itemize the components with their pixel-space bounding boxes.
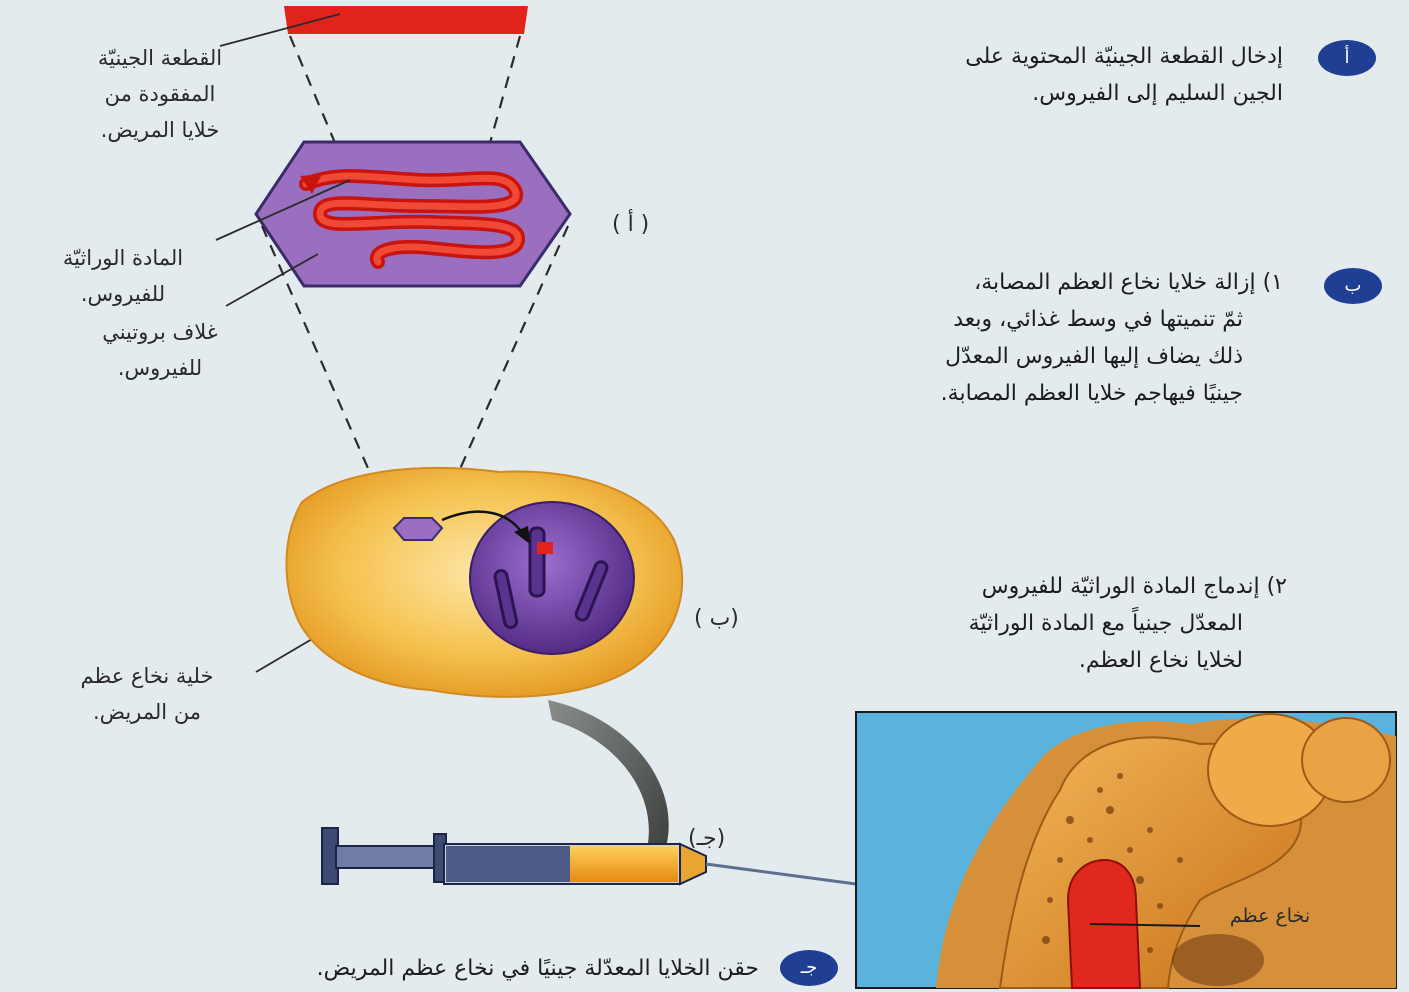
step-a-line: الجين السليم إلى الفيروس. <box>1032 75 1283 112</box>
step-b2-line: ٢) إندماج المادة الوراثيّة للفيروس <box>982 568 1287 605</box>
bone-illustration <box>856 712 1396 988</box>
label-line: غلاف بروتيني <box>50 314 270 350</box>
label-line: خلايا المريض. <box>50 112 270 148</box>
figure-tag-c: (جـ) <box>688 826 725 851</box>
label-line: للفيروس. <box>50 350 270 386</box>
step-b1-line: ١) إزالة خلايا نخاع العظم المصابة، <box>974 264 1283 301</box>
step-a-line: إدخال القطعة الجينيّة المحتوية على <box>965 38 1283 75</box>
figure-tag-b: (ب ) <box>694 606 739 631</box>
step-b-badge: ب <box>1324 268 1382 304</box>
figure-tag-a: ( أ ) <box>612 212 649 237</box>
step-b1-line: جينيًا فيهاجم خلايا العظم المصابة. <box>941 375 1243 412</box>
label-line: من المريض. <box>22 694 272 730</box>
label-line: خلية نخاع عظم <box>22 658 272 694</box>
zoom-lines-top <box>290 36 520 150</box>
step-b1-line: ذلك يضاف إليها الفيروس المعدّل <box>945 338 1243 375</box>
virus-hexagon <box>256 142 570 286</box>
step-a-badge: أ <box>1318 40 1376 76</box>
label-line: المادة الوراثيّة <box>18 240 228 276</box>
step-c-text: حقن الخلايا المعدّلة جينيًا في نخاع عظم … <box>317 950 759 987</box>
step-b2-line: لخلايا نخاع العظم. <box>1079 642 1243 679</box>
step-b1-line: ثمّ تنميتها في وسط غذائي، وبعد <box>953 301 1243 338</box>
label-line: القطعة الجينيّة <box>50 40 270 76</box>
inserted-gene <box>537 542 553 554</box>
label-line: للفيروس. <box>18 276 228 312</box>
label-bone-marrow: نخاع عظم <box>1190 898 1350 934</box>
curved-arrow <box>548 700 669 864</box>
step-b2-line: المعدّل جينياً مع المادة الوراثيّة <box>969 605 1243 642</box>
step-c-badge: جـ <box>780 950 838 986</box>
label-line: المفقودة من <box>50 76 270 112</box>
small-virus <box>394 518 442 540</box>
